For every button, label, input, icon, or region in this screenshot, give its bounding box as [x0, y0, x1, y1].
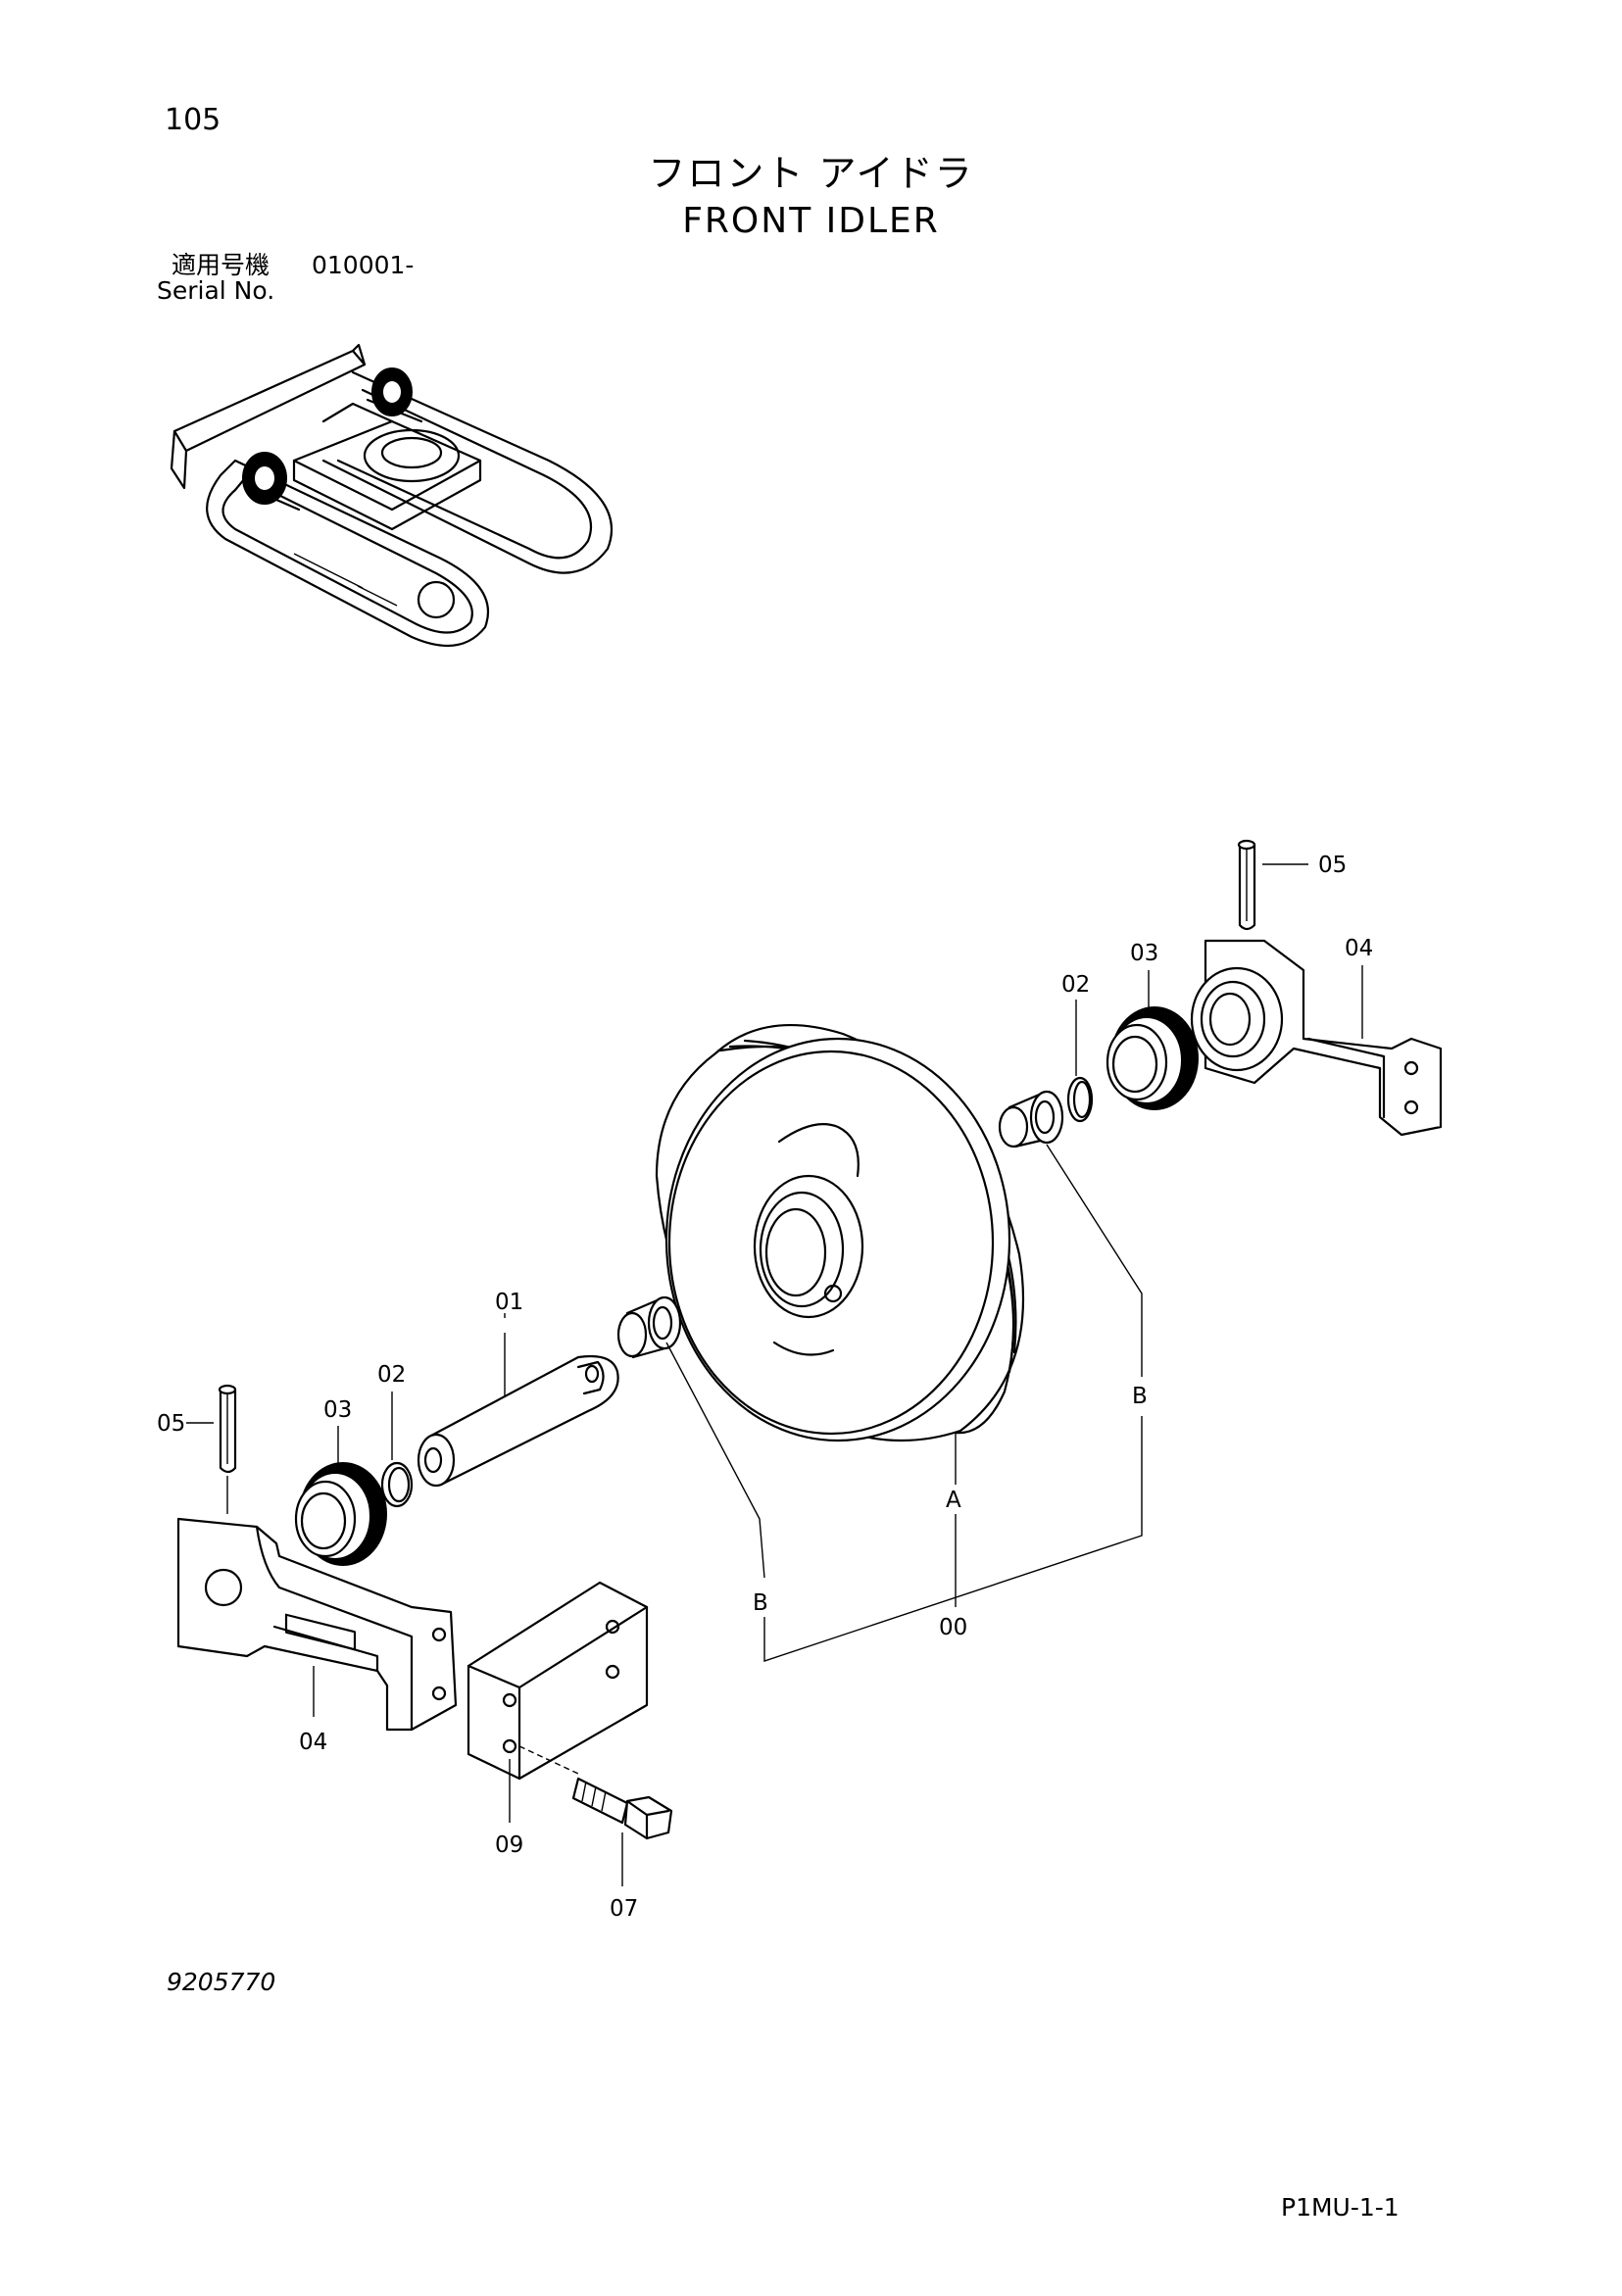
callout-00: 00: [939, 1615, 967, 1640]
part-00-idler-wheel: [655, 1024, 1025, 1607]
part-07-bolt: [518, 1745, 673, 1886]
bushing-right: [998, 1090, 1064, 1148]
part-04-bracket-left: [176, 1517, 458, 1732]
callout-02-right: 02: [1061, 972, 1090, 998]
undercarriage-overview-illustration: [170, 343, 613, 648]
callout-b-left: B: [753, 1590, 768, 1616]
callout-07: 07: [610, 1896, 638, 1922]
callout-05-right: 05: [1318, 853, 1347, 878]
callout-b-right: B: [1132, 1384, 1148, 1409]
callout-03-right: 03: [1130, 941, 1158, 966]
part-01-shaft: [417, 1313, 619, 1488]
serial-label-english: Serial No.: [157, 276, 275, 305]
part-04-bracket-right: [1190, 939, 1443, 1137]
callout-09: 09: [495, 1832, 523, 1858]
bushing-left: [616, 1295, 682, 1359]
part-03-floating-seal-left: [294, 1426, 387, 1566]
part-05-spring-pin-right: [1237, 839, 1308, 931]
title-english: FRONT IDLER: [682, 201, 940, 241]
serial-label-japanese: 適用号機: [172, 251, 270, 279]
page-reference: P1MU-1-1: [1281, 2193, 1400, 2222]
callout-04-left: 04: [299, 1730, 327, 1755]
callout-03-left: 03: [323, 1397, 352, 1423]
page-number: 105: [165, 103, 221, 137]
part-02-o-ring-left: [380, 1392, 414, 1508]
part-09-plate: [467, 1581, 649, 1823]
title-japanese: フロント アイドラ: [648, 152, 974, 195]
callout-04-right: 04: [1345, 936, 1373, 961]
part-05-spring-pin-left: [186, 1384, 237, 1514]
drawing-number: 9205770: [167, 1968, 276, 1996]
part-02-o-ring-right: [1066, 1000, 1094, 1123]
callout-02-left: 02: [377, 1362, 406, 1388]
callout-labels: 05 04 03 02 01 02 03 05 B A B 00 04 09 0…: [157, 853, 1373, 1922]
part-03-floating-seal-right: [1106, 970, 1199, 1110]
serial-number-value: 010001-: [312, 251, 415, 279]
reference-leader-lines: [665, 1144, 1143, 1662]
callout-05-left: 05: [157, 1411, 185, 1437]
callout-a: A: [946, 1488, 961, 1513]
callout-01: 01: [495, 1290, 523, 1315]
